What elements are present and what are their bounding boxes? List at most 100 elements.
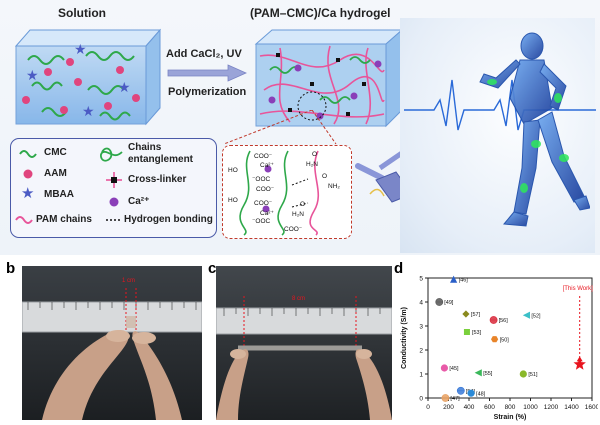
data-point [474, 369, 482, 377]
entanglement-legend-icon [100, 147, 123, 162]
mol-label: H₂N [306, 161, 318, 168]
photo-b-scene [22, 288, 202, 420]
point-label: [53] [472, 330, 482, 336]
svg-text:★: ★ [74, 41, 87, 57]
point-label: [57] [471, 312, 481, 318]
data-point [463, 329, 470, 335]
mol-label: Ca²⁺ [260, 210, 274, 217]
point-label: [55] [483, 371, 493, 377]
data-point [441, 394, 450, 402]
y-tick-label: 0 [419, 396, 423, 403]
point-label: [52] [531, 313, 541, 319]
aam-legend-icon [23, 169, 33, 179]
ruler-label-b: 1 cm [122, 278, 136, 284]
panel-label-d: d [394, 260, 404, 277]
x-tick-label: 0 [426, 404, 430, 411]
mol-label: ⁻OOC [252, 218, 271, 225]
ecg-waveform [404, 79, 596, 131]
point-label: [50] [500, 337, 510, 343]
point-label: [45] [449, 366, 459, 372]
pam-legend-icon [15, 216, 33, 224]
mol-label: O [312, 151, 318, 158]
mol-label: NH₂ [328, 183, 340, 190]
mol-label: H₂N [292, 211, 304, 218]
this-work-star [573, 357, 586, 370]
point-label: [48] [476, 391, 486, 397]
mbaa-legend-icon: ★ [21, 185, 34, 202]
point-label: [47] [450, 396, 460, 402]
legend-entangle-label1: Chains [128, 142, 162, 153]
solution-box-illustration: ★ ★ ★ ★ [14, 28, 162, 126]
legend-aam-label: AAM [44, 168, 67, 179]
data-point [450, 275, 458, 283]
hydrogel-title: (PAM–CMC)/Ca hydrogel [250, 6, 391, 20]
legend-ca-label: Ca²⁺ [128, 196, 150, 207]
ca-legend-icon [109, 197, 119, 207]
y-tick-label: 2 [419, 348, 423, 355]
mol-label: COO⁻ [254, 153, 273, 160]
x-tick-label: 1200 [544, 404, 559, 411]
point-label: [51] [528, 372, 538, 378]
x-tick-label: 600 [484, 404, 495, 411]
x-tick-label: 200 [443, 404, 454, 411]
x-axis-label: Strain (%) [494, 414, 527, 421]
this-work-label: [This Work] [563, 286, 594, 292]
data-point [435, 298, 444, 306]
data-point [467, 389, 475, 397]
mol-label: HO [228, 197, 238, 204]
legend-crosslinker-label: Cross-linker [128, 174, 187, 185]
point-label: [46] [459, 277, 469, 283]
x-tick-label: 1600 [585, 404, 598, 411]
data-point [489, 316, 498, 324]
mol-label: COO⁻ [256, 186, 275, 193]
photo-c-scene [216, 296, 392, 420]
photo-c [216, 266, 392, 420]
x-tick-label: 1400 [564, 404, 579, 411]
y-tick-label: 5 [419, 276, 423, 283]
mol-label: HO [228, 167, 238, 174]
svg-text:★: ★ [26, 67, 39, 83]
cmc-legend-icon [19, 150, 37, 158]
panel-label-b: b [6, 260, 16, 277]
arrow-text-line2: Polymerization [168, 86, 247, 98]
x-tick-label: 1000 [523, 404, 538, 411]
legend-cmc-label: CMC [44, 147, 67, 158]
solution-title: Solution [58, 6, 106, 20]
mol-label: COO⁻ [254, 200, 273, 207]
svg-text:★: ★ [82, 103, 95, 119]
ruler-label-c: 8 cm [292, 296, 306, 302]
data-point [456, 386, 465, 395]
y-axis-label: Conductivity (S/m) [401, 307, 408, 369]
molecular-labels: COO⁻ Ca²⁺ HO ⁻OOC COO⁻ HO COO⁻ Ca²⁺ ⁻OOC… [222, 145, 350, 237]
mol-label: COO⁻ [284, 226, 303, 233]
data-point [491, 336, 499, 343]
plot-frame [427, 277, 593, 399]
mol-label: O [322, 173, 328, 180]
mol-label: Ca²⁺ [260, 162, 274, 169]
data-point [462, 310, 470, 318]
molecular-structure [239, 150, 319, 236]
data-point [519, 370, 527, 378]
data-point [522, 311, 530, 319]
runner-figure [479, 32, 590, 227]
arrow-text-line1: Add CaCl₂, UV [166, 48, 242, 60]
zoom-connector [223, 110, 337, 145]
mol-label: ⁻OOC [252, 176, 271, 183]
point-label: [49] [444, 300, 454, 306]
y-tick-label: 1 [419, 372, 423, 379]
y-tick-label: 3 [419, 324, 423, 331]
x-tick-label: 800 [505, 404, 516, 411]
legend-pam-label: PAM chains [36, 214, 92, 225]
crosslinker-legend-icon [106, 172, 122, 188]
svg-text:★: ★ [118, 79, 131, 95]
data-point [440, 364, 448, 372]
legend-mbaa-label: MBAA [44, 189, 74, 200]
legend-entangle-label2: entanglement [128, 154, 194, 165]
panel-label-c: c [208, 260, 217, 277]
point-label: [56] [499, 318, 509, 324]
mol-label: O [300, 201, 306, 208]
legend-hbond-label: Hydrogen bonding [124, 214, 213, 225]
photo-b [22, 266, 202, 420]
legend-icons: ★ [15, 147, 123, 224]
